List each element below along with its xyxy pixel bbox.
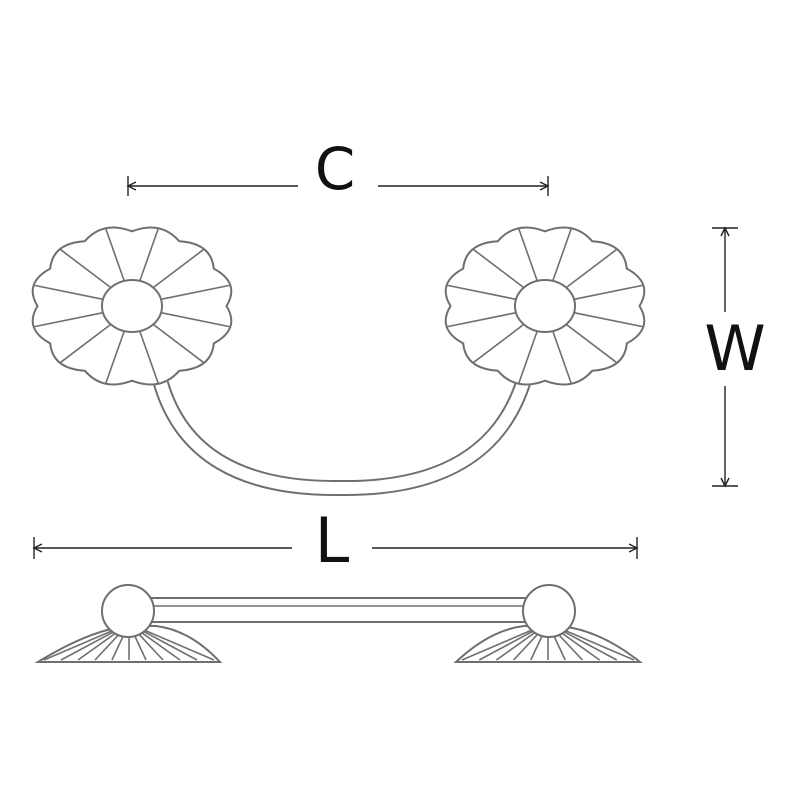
left-rosette-petal-line — [160, 311, 230, 328]
left-backplate-hatch-line — [143, 629, 215, 661]
left-rosette-petal-line — [160, 284, 230, 301]
dimension-c-arrow-left — [126, 181, 137, 191]
right-backplate-hatch-line — [495, 629, 539, 661]
right-backplate-hatch-line — [478, 629, 536, 661]
right-rosette-petal-line — [552, 330, 572, 384]
left-rosette-petal-line — [139, 228, 159, 282]
left-rosette-center-boss — [101, 279, 163, 333]
dimension-w-arrow-bottom — [720, 477, 730, 488]
left-rosette-petal-line — [105, 228, 125, 282]
dimension-l-label: L — [314, 504, 350, 577]
left-rosette-petal-line — [139, 330, 159, 384]
right-rosette-petal-line — [565, 249, 617, 289]
left-backplate-hatch-line — [140, 629, 198, 661]
dimension-c — [126, 176, 550, 196]
left-backplate-hatch-line — [43, 629, 115, 661]
right-rosette-petal-line — [447, 284, 517, 301]
left-rosette-petal-line — [60, 323, 112, 363]
right-rosette-petal-line — [573, 311, 643, 328]
left-backplate-hatch-line — [77, 629, 121, 661]
dimension-l — [32, 537, 639, 559]
right-rosette-petal-line — [518, 330, 538, 384]
right-backplate-hatch-line — [560, 629, 618, 661]
side-knob-left — [101, 584, 155, 638]
right-backplate-hatch-line — [563, 629, 635, 661]
right-rosette-center-boss — [514, 279, 576, 333]
dimension-l-arrow-left — [32, 543, 43, 553]
left-rosette-petal-line — [34, 284, 104, 301]
left-rosette-petal-line — [60, 249, 112, 289]
dimension-w-label: W — [704, 312, 766, 385]
left-backplate-hatch-line — [60, 629, 118, 661]
dimension-w — [712, 226, 738, 488]
dimension-c-arrow-right — [539, 181, 550, 191]
right-rosette-petal-line — [518, 228, 538, 282]
side-knob-right — [522, 584, 576, 638]
dimension-l-arrow-right — [628, 543, 639, 553]
right-rosette-petal-line — [473, 249, 525, 289]
right-rosette-petal-line — [552, 228, 572, 282]
rosette-left — [31, 226, 233, 386]
bail-inner — [154, 324, 530, 495]
left-backplate-hatch-line — [137, 629, 181, 661]
right-rosette-petal-line — [473, 323, 525, 363]
right-backplate-hatch-line — [557, 629, 601, 661]
left-rosette-petal-line — [152, 249, 204, 289]
dimension-w-arrow-top — [720, 226, 730, 237]
rosette-right — [444, 226, 646, 386]
right-backplate-hatch-line — [461, 629, 533, 661]
left-rosette-petal-line — [152, 323, 204, 363]
dimension-c-label: C — [314, 135, 356, 203]
right-rosette-petal-line — [565, 323, 617, 363]
right-rosette-petal-line — [573, 284, 643, 301]
bail-handle-top-view — [152, 322, 532, 497]
side-bail-bar — [147, 597, 529, 623]
left-rosette-petal-line — [34, 311, 104, 328]
handle-side-view — [34, 584, 643, 663]
right-rosette-petal-line — [447, 311, 517, 328]
left-rosette-petal-line — [105, 330, 125, 384]
